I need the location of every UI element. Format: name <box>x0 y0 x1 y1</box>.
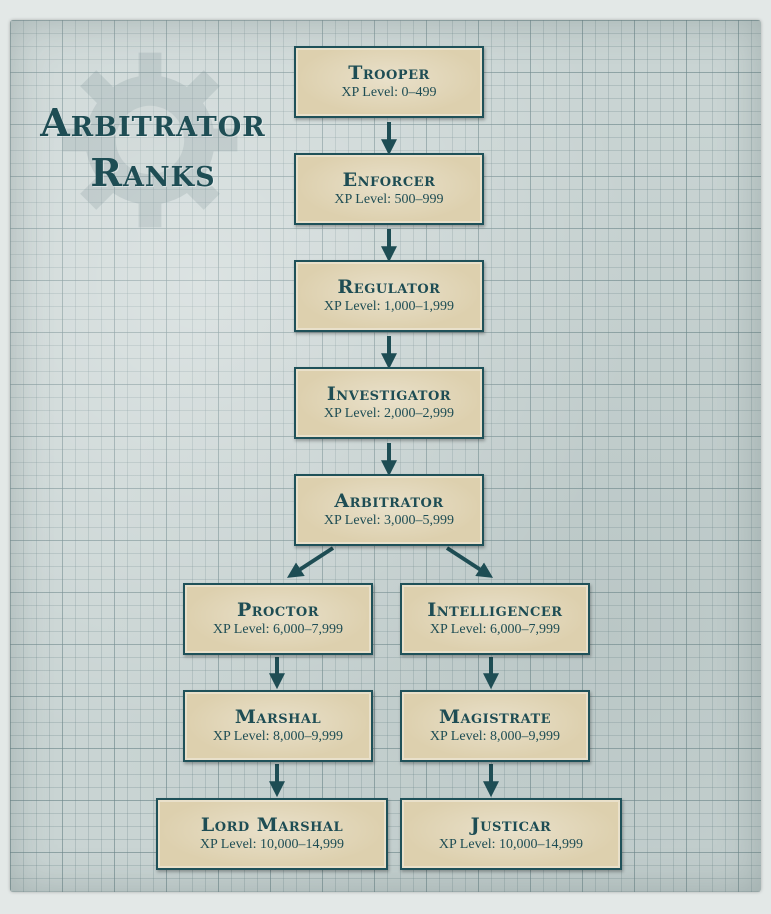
gear-icon <box>62 52 238 228</box>
rank-xp-level: XP Level: 2,000–2,999 <box>323 406 455 421</box>
rank-name: Enforcer <box>342 169 436 191</box>
rank-name: Arbitrator <box>334 490 444 512</box>
rank-xp-level: XP Level: 10,000–14,999 <box>199 837 345 852</box>
rank-box-trooper: Trooper XP Level: 0–499 <box>294 46 484 118</box>
rank-box-intelligencer: Intelligencer XP Level: 6,000–7,999 <box>400 583 590 655</box>
page-title-line-1: Arbitrator <box>40 100 266 145</box>
rank-xp-level: XP Level: 8,000–9,999 <box>429 729 561 744</box>
rank-box-arbitrator: Arbitrator XP Level: 3,000–5,999 <box>294 474 484 546</box>
rank-name: Lord Marshal <box>200 814 344 836</box>
rank-xp-level: XP Level: 0–499 <box>341 85 437 100</box>
rank-name: Magistrate <box>438 706 552 728</box>
page-title-line-2: Ranks <box>90 150 216 195</box>
rank-box-justicar: Justicar XP Level: 10,000–14,999 <box>400 798 622 870</box>
arrow-arbitrator-intelligencer <box>445 546 494 578</box>
rank-box-investigator: Investigator XP Level: 2,000–2,999 <box>294 367 484 439</box>
rank-name: Marshal <box>234 706 322 728</box>
rank-box-proctor: Proctor XP Level: 6,000–7,999 <box>183 583 373 655</box>
rank-name: Justicar <box>470 814 552 836</box>
rank-xp-level: XP Level: 1,000–1,999 <box>323 299 455 314</box>
rank-box-enforcer: Enforcer XP Level: 500–999 <box>294 153 484 225</box>
rank-xp-level: XP Level: 10,000–14,999 <box>438 837 584 852</box>
rank-xp-level: XP Level: 500–999 <box>334 192 444 207</box>
rank-name: Proctor <box>236 599 320 621</box>
rank-name: Intelligencer <box>427 599 563 621</box>
rank-xp-level: XP Level: 6,000–7,999 <box>212 622 344 637</box>
rank-name: Regulator <box>337 276 441 298</box>
rank-xp-level: XP Level: 6,000–7,999 <box>429 622 561 637</box>
rank-name: Investigator <box>326 383 452 405</box>
rank-box-lord-marshal: Lord Marshal XP Level: 10,000–14,999 <box>156 798 388 870</box>
rank-name: Trooper <box>348 62 430 84</box>
rank-box-marshal: Marshal XP Level: 8,000–9,999 <box>183 690 373 762</box>
rank-xp-level: XP Level: 3,000–5,999 <box>323 513 455 528</box>
arrow-arbitrator-proctor <box>286 546 335 578</box>
rank-xp-level: XP Level: 8,000–9,999 <box>212 729 344 744</box>
rank-box-magistrate: Magistrate XP Level: 8,000–9,999 <box>400 690 590 762</box>
rank-box-regulator: Regulator XP Level: 1,000–1,999 <box>294 260 484 332</box>
